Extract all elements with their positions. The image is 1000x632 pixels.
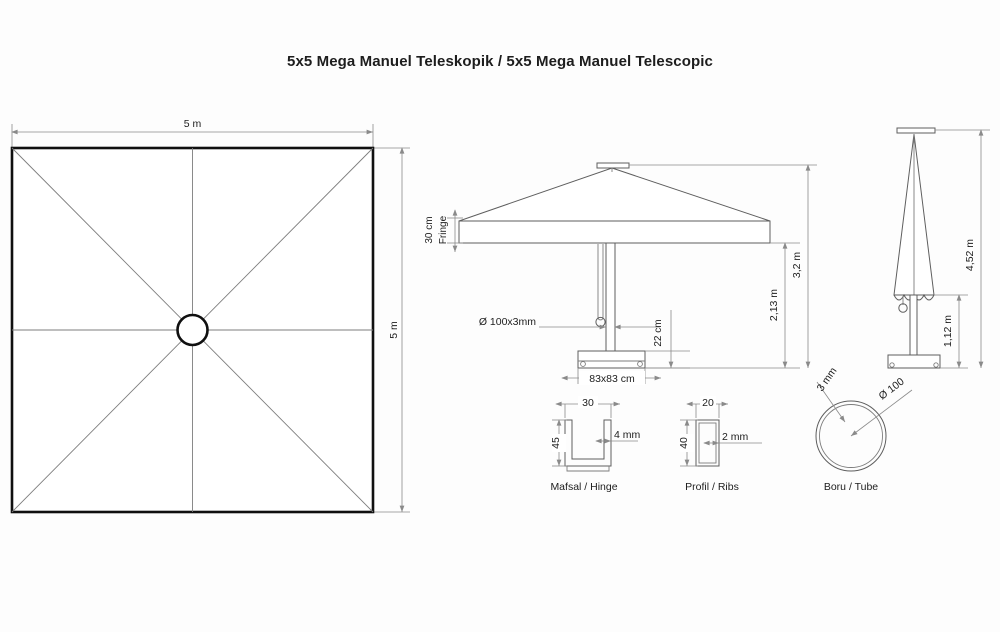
- ribs-width-label-bg: [700, 396, 716, 408]
- hinge-thickness-label: 4 mm: [614, 429, 641, 441]
- elev-base-width-label-bg: [579, 371, 645, 385]
- elev-base-height-label: 22 cm: [653, 319, 664, 346]
- elev-clear-height-label: 2,13 m: [768, 289, 780, 321]
- tube-diameter-leader: [850, 389, 913, 437]
- page-title: 5x5 Mega Manuel Teleskopik / 5x5 Mega Ma…: [287, 53, 713, 70]
- tube-wall-label: 3 mm: [815, 365, 840, 394]
- closed-elevation-group: 1,12 m 4,52 m: [887, 127, 990, 369]
- plan-view-group: 5 m 5 m: [10, 118, 410, 514]
- elev-canopy-fill: [459, 168, 770, 221]
- closed-lower-height-label: 1,12 m: [942, 315, 954, 347]
- tube-diameter-label: Ø 100: [877, 376, 907, 403]
- plan-hub-fill: [177, 315, 208, 345]
- tube-outer-circle: [815, 400, 887, 472]
- closed-base-block: [887, 354, 941, 369]
- detail-hinge-group: 30 45 4 mm Mafsal / Hinge: [550, 396, 641, 493]
- closed-top-plate: [896, 127, 936, 134]
- hinge-profile-foot: [566, 466, 610, 472]
- elev-total-height-label: 3,2 m: [791, 252, 803, 279]
- hinge-height-label: 45: [550, 437, 562, 449]
- hinge-width-label-bg: [578, 396, 598, 408]
- plan-dim-right-label: 5 m: [388, 321, 400, 339]
- closed-base-fill: [888, 355, 940, 368]
- detail-tube-group: 3 mm Ø 100 Boru / Tube: [815, 365, 913, 493]
- elev-base-fill: [578, 351, 645, 368]
- elev-base-size-label: 83x83 cm: [589, 373, 635, 385]
- ribs-width-label: 20: [702, 397, 714, 409]
- elev-fringe-caption: Fringe: [438, 215, 449, 244]
- closed-base-wheel-right-icon: [933, 362, 939, 368]
- elev-base-wheel-right-icon: [637, 361, 643, 367]
- front-elevation-group: 30 cm Fringe Ø 100x3mm 2: [424, 162, 817, 385]
- detail-ribs-group: 20 40 2 mm Profil / Ribs: [678, 396, 762, 493]
- plan-hub-circle: [176, 313, 209, 347]
- elev-base-block: [577, 350, 646, 369]
- ribs-height-label: 40: [678, 437, 690, 449]
- elev-crank-handle-icon: [595, 316, 606, 328]
- tube-wall-leader: [816, 381, 846, 423]
- closed-crank-handle-icon: [898, 303, 908, 313]
- elev-mast-fill: [606, 243, 615, 353]
- closed-top-plate-fill: [897, 128, 935, 133]
- ribs-caption: Profil / Ribs: [685, 481, 739, 493]
- closed-mast-fill: [910, 295, 917, 355]
- tube-inner-circle: [819, 404, 883, 468]
- elev-pole-spec-label: Ø 100x3mm: [479, 316, 536, 328]
- hinge-width-label: 30: [582, 397, 594, 409]
- elev-base-wheel-left-icon: [580, 361, 586, 367]
- hinge-profile-outline: [564, 419, 612, 467]
- plan-dim-top-label: 5 m: [184, 118, 202, 130]
- elev-finial-fill: [597, 163, 629, 168]
- hinge-height-label-bg: [552, 434, 566, 452]
- elev-fringe-height-label: 30 cm: [424, 216, 435, 243]
- tube-caption: Boru / Tube: [824, 481, 878, 493]
- elev-fringe-fill: [459, 221, 770, 243]
- hinge-caption: Mafsal / Hinge: [550, 481, 617, 493]
- ribs-height-label-bg: [680, 434, 694, 452]
- closed-base-wheel-left-icon: [889, 362, 895, 368]
- closed-total-height-label: 4,52 m: [964, 239, 976, 271]
- ribs-thickness-label: 2 mm: [722, 431, 749, 443]
